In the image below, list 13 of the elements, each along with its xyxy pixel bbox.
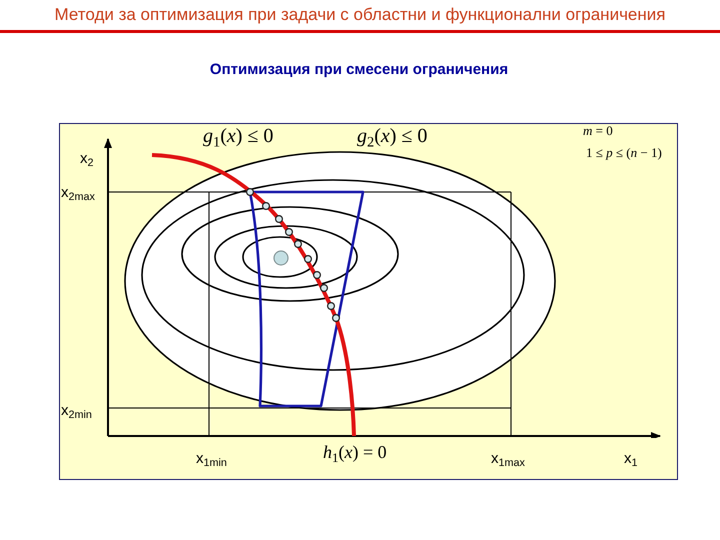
subtitle: Оптимизация при смесени ограничения [210,61,508,78]
parameter-formula: m = 0 [583,124,613,139]
constraint-formula: g$_{2}$(x) ≤ 0 [357,125,428,148]
constraint-formula: h$_{1}$(x) = 0 [323,442,387,463]
bound-label: x$_{1min}$ [196,450,227,468]
axis-label: x$_{1}$ [624,450,638,468]
slide-title: Методи за оптимизация при задачи с областни и функционални ограничения [54,5,666,25]
constraint-formula: g$_{1}$(x) ≤ 0 [203,125,274,148]
parameter-formula: 1 ≤ p ≤ (n − 1) [586,146,662,161]
axis-label: x$_{2}$ [80,150,94,168]
bound-label: x$_{2min}$ [61,402,92,420]
bound-label: x$_{2max}$ [61,184,95,202]
bound-label: x$_{1max}$ [491,450,525,468]
